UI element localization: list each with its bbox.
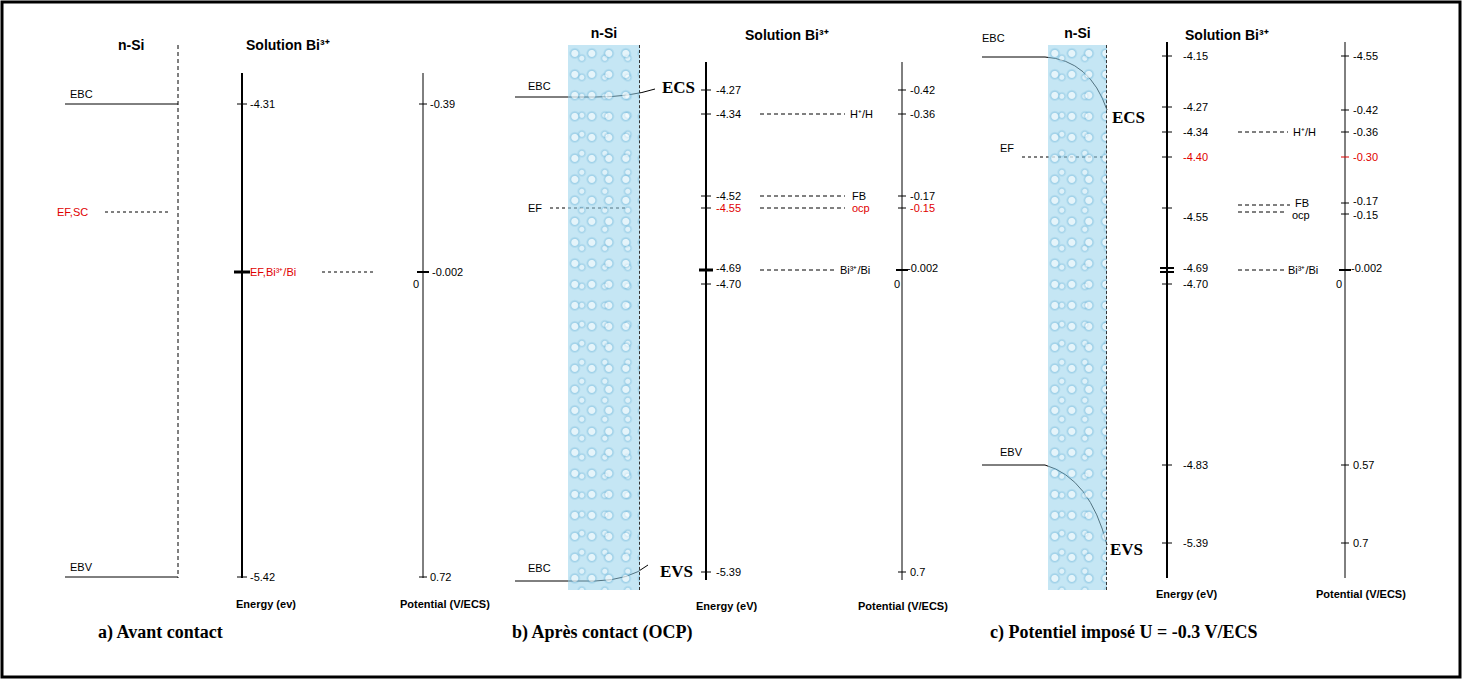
material-name: n-Si <box>568 21 640 45</box>
tick-value: -4.34 <box>716 107 741 121</box>
tick-value: H⁺/H <box>850 107 873 121</box>
tick-value: Bi³⁺/Bi <box>1288 263 1318 277</box>
tick-value: -4.40 <box>1183 150 1208 164</box>
silicon-region <box>1048 45 1107 590</box>
energy-level-label: EBV <box>1000 445 1022 459</box>
tick-value: -4.70 <box>1183 277 1208 291</box>
axis-title: Potential (V/ECS) <box>1316 587 1406 601</box>
tick-value: -4.52 <box>716 189 741 203</box>
tick-value: 0.7 <box>1353 536 1368 550</box>
tick-value: FB <box>852 189 866 203</box>
energy-level-label: EBC <box>528 561 551 575</box>
surface-level-label: EVS <box>1110 541 1143 559</box>
tick-value: FB <box>1295 196 1309 210</box>
semiconductor-band: n-Si <box>1048 21 1107 590</box>
panel-a-lines <box>65 45 429 578</box>
tick-value: 0.72 <box>430 570 451 584</box>
tick-value: -4.34 <box>1183 125 1208 139</box>
tick-value: ocp <box>1292 208 1310 222</box>
tick-value: -0.36 <box>1353 125 1378 139</box>
axis-title: Energy (eV) <box>1156 587 1217 601</box>
tick-value: -4.27 <box>1183 100 1208 114</box>
tick-value: H⁺/H <box>1293 125 1316 139</box>
axis-title: Energy (ev) <box>236 597 296 611</box>
tick-value: -0.15 <box>910 201 935 215</box>
tick-value: -0.002 <box>907 261 938 275</box>
tick-value: -5.39 <box>716 565 741 579</box>
tick-value: -0.42 <box>910 83 935 97</box>
tick-value: -0.30 <box>1353 150 1378 164</box>
tick-value: -4.69 <box>1183 261 1208 275</box>
tick-value: -5.42 <box>250 570 275 584</box>
energy-level-label: EBC <box>528 79 551 93</box>
tick-value: -5.39 <box>1183 536 1208 550</box>
silicon-region <box>568 45 640 590</box>
panel-heading: n-Si <box>118 38 144 52</box>
axis-title: Potential (V/ECS) <box>400 597 490 611</box>
energy-level-label: EF,SC <box>57 205 88 219</box>
tick-value: -4.55 <box>1183 210 1208 224</box>
tick-value: -4.69 <box>716 261 741 275</box>
tick-value: -4.70 <box>716 277 741 291</box>
energy-level-label: EBC <box>70 87 93 101</box>
surface-level-label: EVS <box>660 563 693 581</box>
tick-value: -0.002 <box>1351 261 1382 275</box>
panel-heading: Solution Bi³⁺ <box>246 38 330 52</box>
tick-value: -4.55 <box>1353 49 1378 63</box>
tick-value: 0 <box>1336 277 1342 291</box>
tick-value: -0.17 <box>910 189 935 203</box>
tick-value: 0 <box>413 277 419 291</box>
tick-value: -0.42 <box>1353 103 1378 117</box>
panel-heading: Solution Bi³⁺ <box>1185 28 1269 42</box>
tick-value: -4.55 <box>716 201 741 215</box>
tick-value: 0 <box>894 277 900 291</box>
tick-value: -0.17 <box>1353 194 1378 208</box>
energy-level-label: EF <box>1000 141 1014 155</box>
material-name: n-Si <box>1048 21 1107 45</box>
tick-value: Bi³⁺/Bi <box>840 263 870 277</box>
energy-level-label: EF <box>528 201 542 215</box>
axis-title: Potential (V/ECS) <box>858 599 948 613</box>
tick-value: -0.15 <box>1353 208 1378 222</box>
tick-value: 0.57 <box>1353 458 1374 472</box>
panel-caption: c) Potentiel imposé U = -0.3 V/ECS <box>990 622 1257 642</box>
semiconductor-band: n-Si <box>568 21 640 590</box>
panel-caption: a) Avant contact <box>98 622 223 642</box>
surface-level-label: ECS <box>1112 109 1145 127</box>
panel-c-lines <box>982 42 1351 578</box>
tick-value: 0.7 <box>910 565 925 579</box>
tick-value: -0.002 <box>432 265 463 279</box>
axis-title: Energy (eV) <box>696 599 757 613</box>
tick-value: -0.36 <box>910 107 935 121</box>
tick-value: -4.15 <box>1183 49 1208 63</box>
tick-value: -0.39 <box>430 97 455 111</box>
tick-value: -4.27 <box>716 83 741 97</box>
surface-level-label: ECS <box>662 79 695 97</box>
panel-heading: Solution Bi³⁺ <box>745 28 829 42</box>
tick-value: ocp <box>852 201 870 215</box>
tick-value: -4.31 <box>250 97 275 111</box>
panel-caption: b) Après contact (OCP) <box>512 622 692 642</box>
energy-level-label: EF,Bi³⁺/Bi <box>250 265 296 279</box>
tick-value: -4.83 <box>1183 458 1208 472</box>
energy-level-label: EBC <box>982 31 1005 45</box>
energy-level-label: EBV <box>70 560 92 574</box>
